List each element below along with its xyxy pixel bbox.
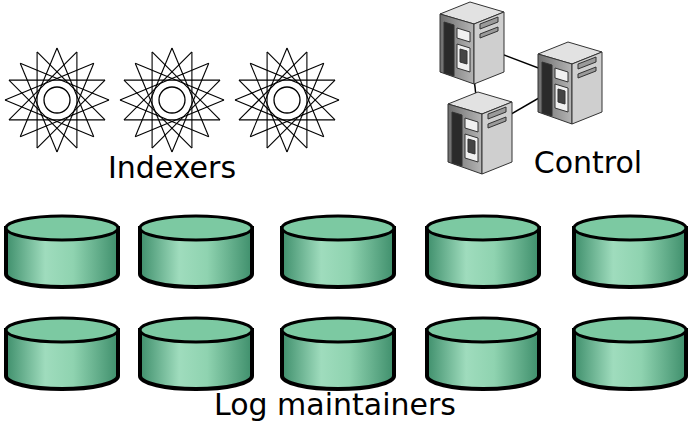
log-cylinders xyxy=(6,216,686,389)
group-label: Control xyxy=(488,145,688,181)
indexer-stars xyxy=(0,37,350,163)
group-label: Log maintainers xyxy=(155,387,515,423)
group-label: Indexers xyxy=(52,150,292,186)
